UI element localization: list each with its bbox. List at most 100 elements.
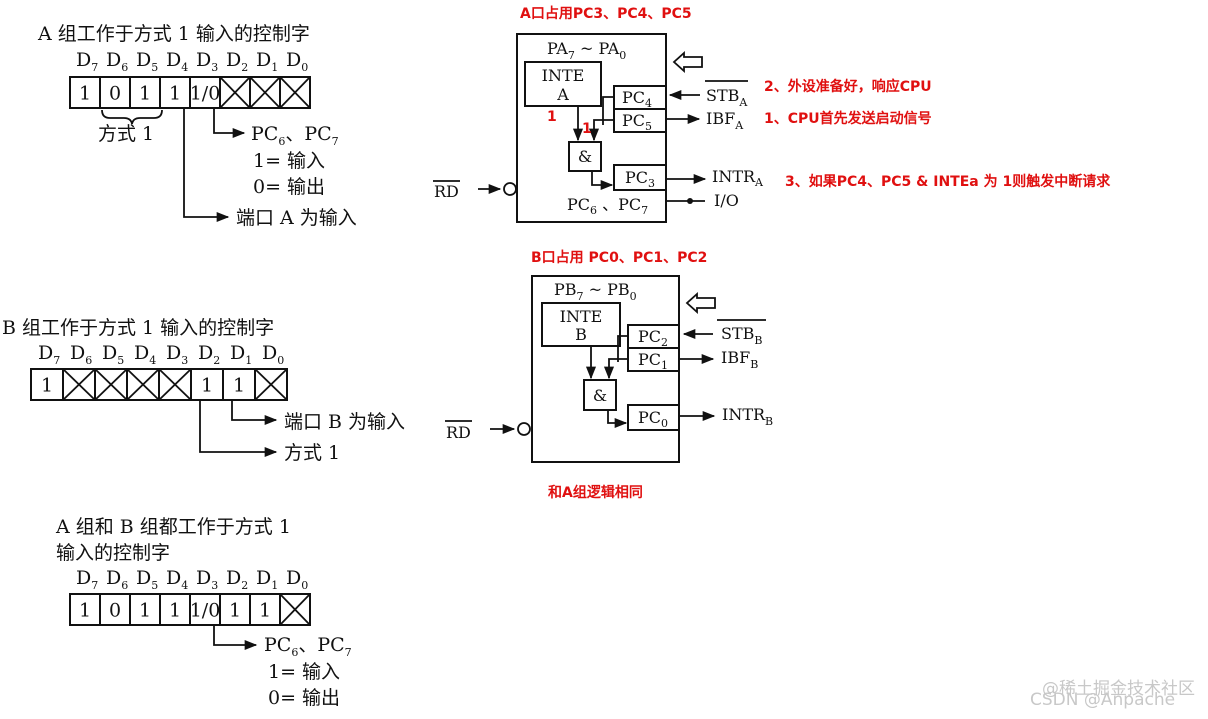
panel-a-mode-label: 方式 1 [98,123,154,145]
port-a-and-gate [568,141,602,172]
port-a-rd-label: RD [434,182,459,201]
panel-b-bit-dontcare-mark [94,368,128,401]
panel-ab-bit-value-d2: 1 [229,600,241,622]
port-a-pc67-label: PC6 、PC7 [567,195,648,217]
panel-b-bit-cell-d2 [190,368,224,401]
panel-a-bit-dontcare-mark [249,76,281,109]
port-b-inte-line1: INTE [560,307,603,326]
panel-b-mode-label: 方式 1 [284,442,340,464]
panel-a-bit-dontcare-mark [279,76,311,109]
panel-ab-bit-cell-d4 [159,593,191,626]
port-a-inte-line1: INTE [542,66,585,85]
panel-ab-bit-cell-d5 [129,593,161,626]
panel-ab-bit-cell-d1 [249,593,281,626]
port-b-and-symbol: & [593,386,607,405]
panel-ab-output-label: 0= 输出 [268,687,340,709]
port-b-ibf-label: IBFB [721,348,758,371]
panel-a-mode-brace [101,109,163,125]
panel-ab-bit-header-d4: D4 [166,567,188,592]
panel-a-bit-header-d2: D2 [226,49,248,74]
panel-a-bit-cell-d5 [129,76,161,109]
panel-b-bit-value-d1: 1 [233,375,245,397]
panel-b-bit-header-d7: D7 [38,342,60,367]
panel-ab-pc67-label: PC6、PC7 [264,634,352,659]
panel-a-d4-line [183,108,230,223]
panel-ab-input-label: 1= 输入 [268,661,340,683]
panel-b-title: B 组工作于方式 1 输入的控制字 [2,317,274,339]
panel-ab-bit-header-d5: D5 [136,567,158,592]
panel-b-bit-dontcare-mark [254,368,288,401]
port-b-and-gate [583,379,617,411]
panel-ab-bit-header-d0: D0 [286,567,308,592]
port-a-and-symbol: & [578,147,592,166]
watermark-juejin: @稀土掘金技术社区 [1042,679,1195,699]
port-b-data-arrow-icon [685,291,716,315]
panel-ab-d3-line [213,626,258,651]
panel-a-d3-line [213,108,246,139]
panel-b-bit-cell-d7 [30,368,64,401]
panel-a-port-label: 端口 A 为输入 [236,207,357,229]
panel-ab-bit-cell-d6 [99,593,131,626]
port-a-block-diagram: A口占用PC3、PC4、PC5 PA7 ~ PA0 INTE A PC4 PC5… [433,5,1111,223]
panel-a-bit-value-d4: 1 [169,83,181,105]
panel-b-bit-header-d5: D5 [102,342,124,367]
panel-b-bit-header-d0: D0 [262,342,284,367]
panel-a-bit-cell-d3 [189,76,221,109]
port-a-ibf-label: IBFA [706,109,744,132]
port-a-intr-label: INTRA [712,167,764,189]
panel-a-title: A 组工作于方式 1 输入的控制字 [37,23,310,45]
port-b-intr-label: INTRB [722,405,773,428]
panel-b-d2-line [199,400,278,458]
panel-a-bit-cell-d7 [69,76,101,109]
panel-ab-bit-header-d1: D1 [256,567,278,592]
panel-ab-bit-value-d1: 1 [259,600,271,622]
panel-ab-bit-value-d7: 1 [79,600,91,622]
port-a-inte-box [524,61,602,107]
panel-b-bit-dontcare-mark [158,368,192,401]
port-a-pc3-label: PC3 [625,168,655,190]
port-a-stb-label: STBA [706,86,748,109]
panel-b-bit-value-d7: 1 [41,375,53,397]
panel-b-bit-header-d6: D6 [70,342,92,367]
panel-ab-bit-header-d7: D7 [76,567,98,592]
port-a-pc3-box [613,164,667,191]
port-b-and-to-pc0-wire [607,410,628,429]
panel-b-bit-header-d4: D4 [134,342,156,367]
panel-a-bit-header-d5: D5 [136,49,158,74]
port-a-red-title: A口占用PC3、PC4、PC5 [520,5,692,22]
panel-ab-title-line1: A 组和 B 组都工作于方式 1 [55,516,291,538]
port-a-pc4-label: PC4 [622,88,652,110]
panel-a-bit-header-d1: D1 [256,49,278,74]
panel-a-bit-header-d3: D3 [196,49,218,74]
panel-a-bit-header-d6: D6 [106,49,128,74]
port-a-pa-label: PA7 ~ PA0 [547,39,626,62]
panel-a-bit-header-d0: D0 [286,49,308,74]
panel-a-bit-dontcare-mark [219,76,251,109]
port-b-pb-label: PB7 ~ PB0 [554,280,637,303]
panel-a-pc67-label: PC6、PC7 [251,123,339,148]
port-b-same-note: 和A组逻辑相同 [548,484,643,501]
panel-b-bit-header-d2: D2 [198,342,220,367]
panel-a-bit-header-d7: D7 [76,49,98,74]
panel-b-bit-value-d2: 1 [201,375,213,397]
panel-ab-bit-value-d4: 1 [169,600,181,622]
panel-ab-bit-cell-d2 [219,593,251,626]
panel-ab-bit-header-d6: D6 [106,567,128,592]
panel-ab-bit-header-d3: D3 [196,567,218,592]
panel-ab-bit-header-d2: D2 [226,567,248,592]
panel-ab-bit-value-d6: 0 [109,600,121,622]
panel-a-output-label: 0= 输出 [253,176,325,198]
port-a-red-one-right: 1 [582,121,592,137]
panel-ab-bit-value-d5: 1 [139,600,151,622]
panel-ab-bit-value-d3: 1/0 [190,600,221,622]
port-a-data-arrow-icon [672,50,703,74]
panel-a-bit-value-d5: 1 [139,83,151,105]
port-a-pc5-label: PC5 [622,111,652,133]
